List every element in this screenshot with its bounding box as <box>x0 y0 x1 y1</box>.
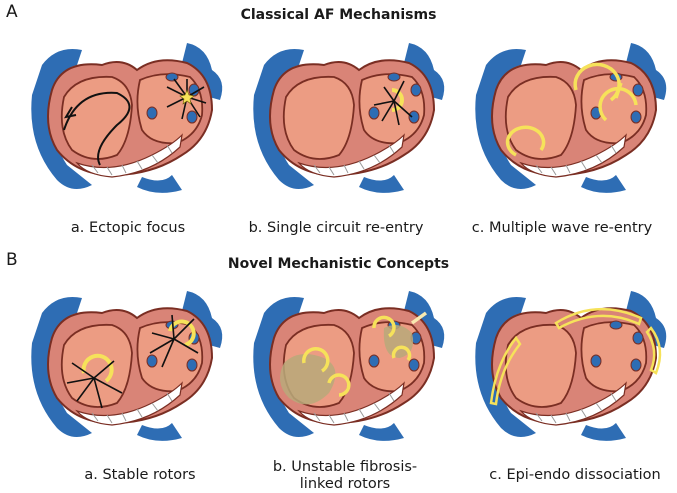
heart-multiple-wave <box>466 35 674 195</box>
section-b-title: Novel Mechanistic Concepts <box>200 256 477 272</box>
heart-fibrosis-rotors <box>244 283 452 443</box>
heart-epi-endo <box>466 283 674 443</box>
section-a-title: Classical AF Mechanisms <box>200 7 477 23</box>
caption-b-3: c. Epi-endo dissociation <box>476 467 674 484</box>
heart-single-circuit <box>244 35 452 195</box>
caption-a-1: a. Ectopic focus <box>52 220 204 237</box>
heart-stable-rotors <box>22 283 230 443</box>
heart-ectopic-focus <box>22 35 230 195</box>
caption-a-3: c. Multiple wave re-entry <box>454 220 670 237</box>
caption-b-1: a. Stable rotors <box>60 467 220 484</box>
caption-b-2: b. Unstable fibrosis-linked rotors <box>255 459 435 493</box>
panel-letter-b: B <box>6 250 18 270</box>
panel-letter-a: A <box>6 2 18 22</box>
caption-a-2: b. Single circuit re-entry <box>228 220 444 237</box>
